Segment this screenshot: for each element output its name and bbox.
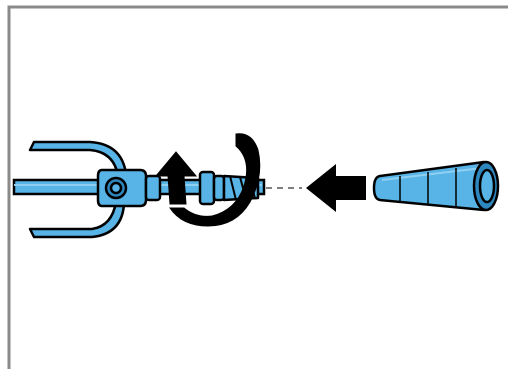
push-arrow — [306, 164, 366, 212]
handle — [372, 160, 500, 212]
rotate-arrow — [154, 133, 261, 227]
rotisserie-fork — [28, 140, 162, 239]
